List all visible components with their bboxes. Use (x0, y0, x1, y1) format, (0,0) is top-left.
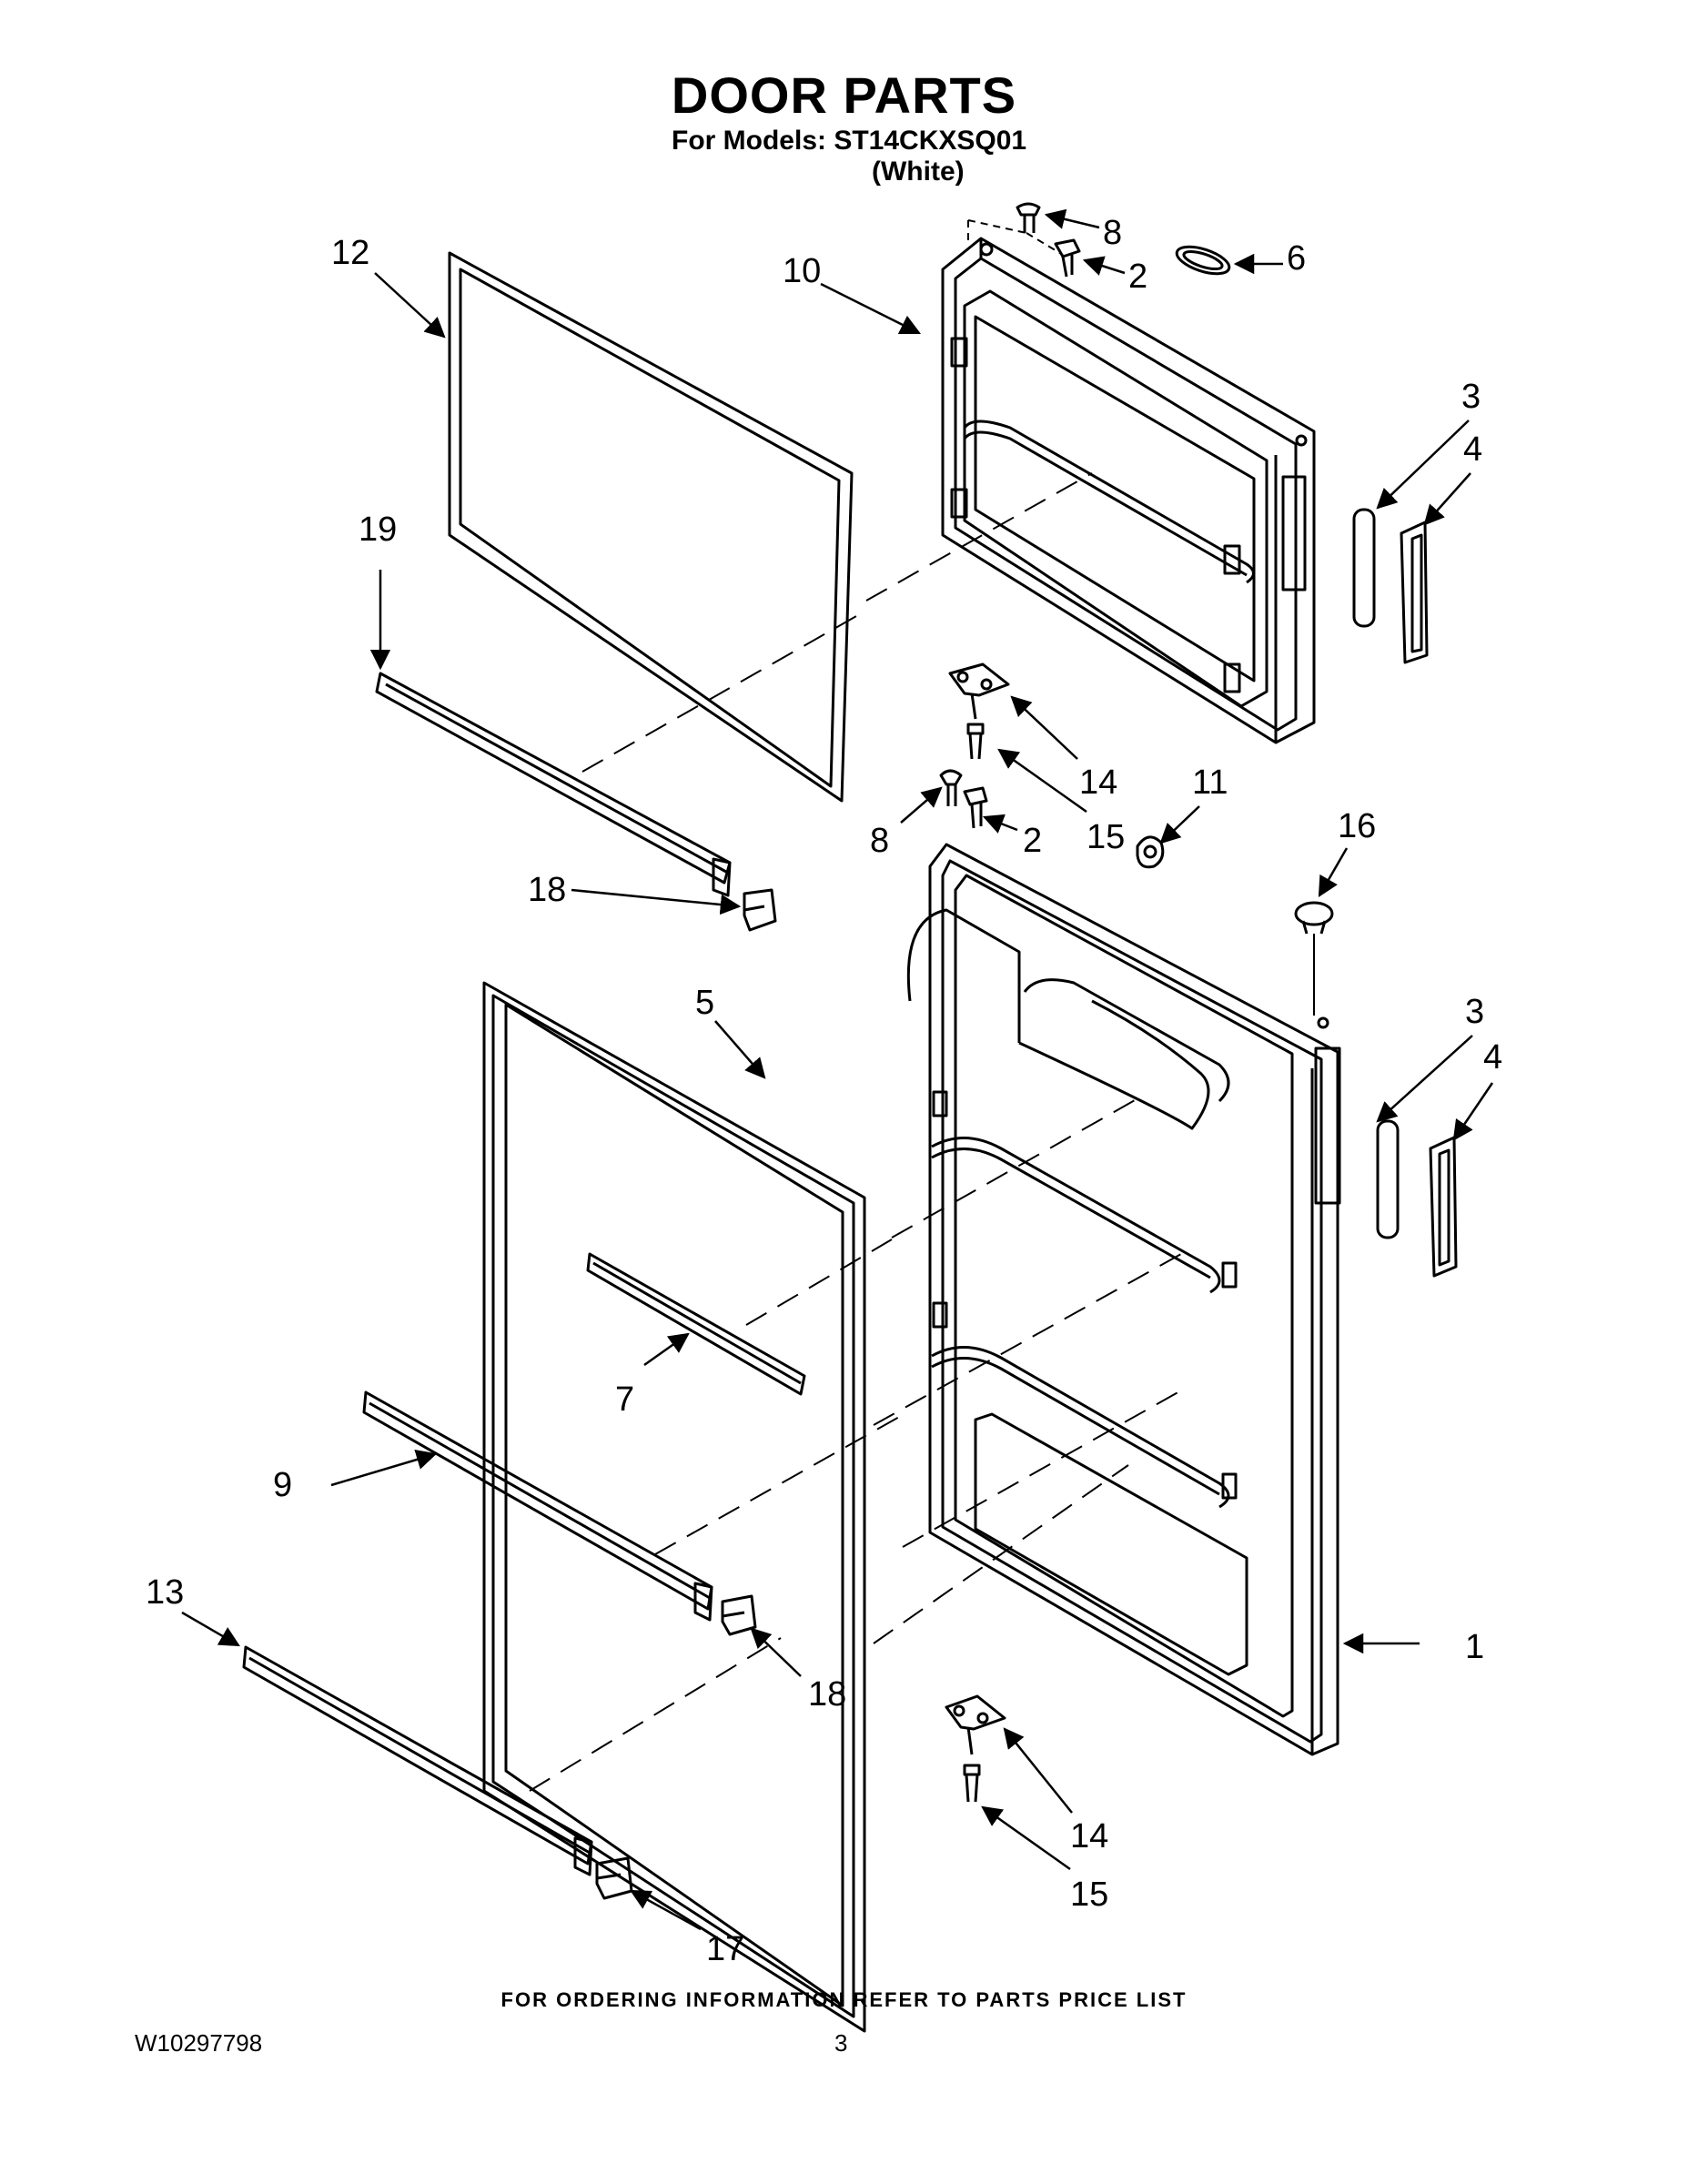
freezer-breaker-strip-19 (375, 672, 732, 897)
freezer-door-10 (941, 237, 1316, 744)
callout-3-upper: 3 (1461, 378, 1481, 416)
page-number: 3 (834, 2029, 848, 2057)
document-number: W10297798 (135, 2029, 263, 2057)
callout-4-upper: 4 (1463, 430, 1482, 469)
handle-trim-3-lower (1376, 1119, 1400, 1239)
callout-15-lower: 15 (1070, 1876, 1108, 1914)
handle-4-upper (1400, 521, 1429, 664)
hinge-bracket-14-lower (945, 1694, 1006, 1755)
callout-8-lower: 8 (870, 822, 889, 860)
callout-7: 7 (615, 1380, 634, 1419)
hinge-screw-2-lower (963, 786, 988, 829)
hinge-bracket-14-upper (948, 662, 1010, 720)
hinge-pin-8-upper (1016, 202, 1041, 233)
callout-10: 10 (783, 252, 821, 290)
breaker-strip-13 (242, 1645, 593, 1876)
callout-8-upper: 8 (1103, 214, 1122, 252)
callout-labels: 12 10 8 2 6 3 4 19 14 15 11 8 2 16 18 5 … (146, 214, 1502, 1968)
hinge-pin-8-lower (939, 769, 963, 806)
callout-9: 9 (273, 1466, 292, 1504)
callout-17: 17 (706, 1930, 744, 1968)
hinge-cover-6 (1175, 245, 1231, 276)
breaker-strip-7 (586, 1252, 806, 1396)
breaker-strip-9 (362, 1390, 713, 1622)
handle-trim-3-upper (1352, 508, 1376, 628)
callout-6: 6 (1287, 239, 1306, 278)
callout-16: 16 (1338, 807, 1376, 845)
handle-4-lower (1429, 1136, 1458, 1278)
hinge-screw-2-upper (1054, 238, 1081, 278)
hinge-cap-11 (1136, 835, 1165, 869)
callout-19: 19 (359, 511, 397, 549)
fresh-food-door-1 (906, 843, 1341, 1756)
leader-arrows (181, 208, 1494, 1931)
freezer-gasket-12 (448, 251, 854, 803)
callout-11: 11 (1192, 763, 1228, 802)
callout-14-lower: 14 (1070, 1817, 1108, 1855)
callout-4-lower: 4 (1483, 1038, 1502, 1077)
screw-15-upper (966, 723, 985, 760)
callout-2-upper: 2 (1128, 258, 1147, 296)
strip-clip-18-lower (721, 1594, 757, 1636)
strip-clip-18-upper (743, 888, 777, 932)
callout-13: 13 (146, 1573, 184, 1612)
callout-5: 5 (695, 984, 714, 1022)
callout-18-upper: 18 (528, 871, 566, 909)
color-line: (White) (872, 157, 965, 187)
ordering-note: FOR ORDERING INFORMATION REFER TO PARTS … (500, 1988, 1188, 2011)
callout-14-upper: 14 (1079, 763, 1117, 802)
page-title: DOOR PARTS (671, 66, 1017, 124)
callout-3-lower: 3 (1465, 993, 1484, 1031)
callout-15-upper: 15 (1087, 818, 1125, 856)
callout-1: 1 (1465, 1628, 1484, 1666)
plug-button-16 (1294, 901, 1334, 935)
end-clip-17 (595, 1856, 633, 1900)
fresh-food-gasket-5 (482, 981, 866, 2033)
callout-18-lower: 18 (808, 1675, 846, 1714)
callout-12: 12 (331, 234, 369, 272)
models-line: For Models: ST14CKXSQ01 (672, 126, 1027, 156)
alignment-lines (529, 472, 1182, 1792)
screw-15-lower (963, 1764, 981, 1803)
callout-2-lower: 2 (1023, 822, 1042, 860)
